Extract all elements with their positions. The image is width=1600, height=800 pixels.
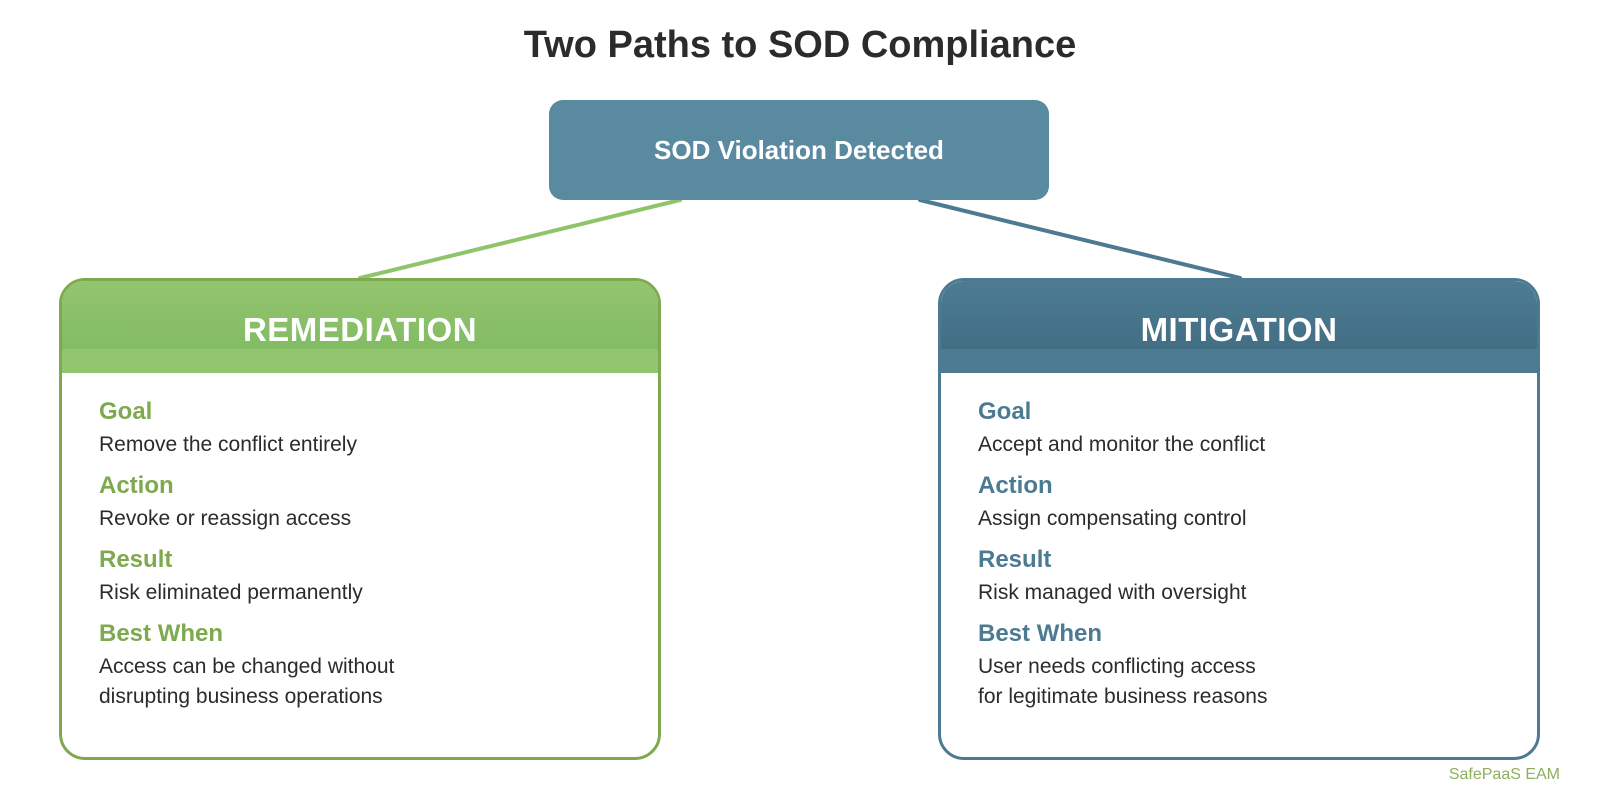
- panel-header-remediation: REMEDIATION: [62, 281, 658, 373]
- section-label: Goal: [99, 398, 153, 425]
- panel-header-mitigation: MITIGATION: [941, 281, 1537, 373]
- section-label: Goal: [978, 398, 1032, 425]
- section-label: Best When: [99, 620, 224, 647]
- section-text: Risk eliminated permanently: [99, 581, 363, 604]
- section-text: Accept and monitor the conflict: [978, 433, 1266, 456]
- section-text: Remove the conflict entirely: [99, 433, 357, 456]
- section-text: Access can be changed without disrupting…: [99, 655, 395, 708]
- header-band: [62, 349, 658, 373]
- section-text: Revoke or reassign access: [99, 507, 352, 530]
- panel-mitigation: MITIGATION Goal Accept and monitor the c…: [938, 278, 1540, 760]
- section-text: User needs conflicting access for legiti…: [978, 655, 1268, 708]
- section-label: Action: [99, 472, 174, 499]
- header-band: [941, 349, 1537, 373]
- root-node-label: SOD Violation Detected: [654, 134, 944, 165]
- section-label: Result: [99, 546, 173, 573]
- section-text: Assign compensating control: [978, 507, 1247, 530]
- section-result: Result Risk managed with oversight: [978, 545, 1537, 608]
- panel-body: Goal Accept and monitor the conflict Act…: [941, 373, 1537, 712]
- watermark: SafePaaS EAM: [1448, 766, 1560, 783]
- section-label: Result: [978, 546, 1052, 573]
- section-goal: Goal Accept and monitor the conflict: [978, 397, 1537, 460]
- diagram-title: Two Paths to SOD Compliance: [523, 24, 1077, 66]
- panel-title: MITIGATION: [1140, 311, 1338, 348]
- panel-title: REMEDIATION: [242, 311, 478, 348]
- panel-remediation: REMEDIATION Goal Remove the conflict ent…: [59, 278, 661, 760]
- section-result: Result Risk eliminated permanently: [99, 545, 658, 608]
- section-goal: Goal Remove the conflict entirely: [99, 397, 658, 460]
- section-label: Best When: [978, 620, 1103, 647]
- section-label: Action: [978, 472, 1053, 499]
- section-text: Risk managed with oversight: [978, 581, 1247, 604]
- section-best-when: Best When Access can be changed without …: [99, 619, 658, 712]
- connector-mitigation: [918, 198, 1242, 280]
- connector-remediation: [358, 198, 682, 280]
- root-node-sod-violation: SOD Violation Detected: [549, 100, 1049, 200]
- panel-body: Goal Remove the conflict entirely Action…: [62, 373, 658, 712]
- section-action: Action Revoke or reassign access: [99, 471, 658, 534]
- section-action: Action Assign compensating control: [978, 471, 1537, 534]
- section-best-when: Best When User needs conflicting access …: [978, 619, 1537, 712]
